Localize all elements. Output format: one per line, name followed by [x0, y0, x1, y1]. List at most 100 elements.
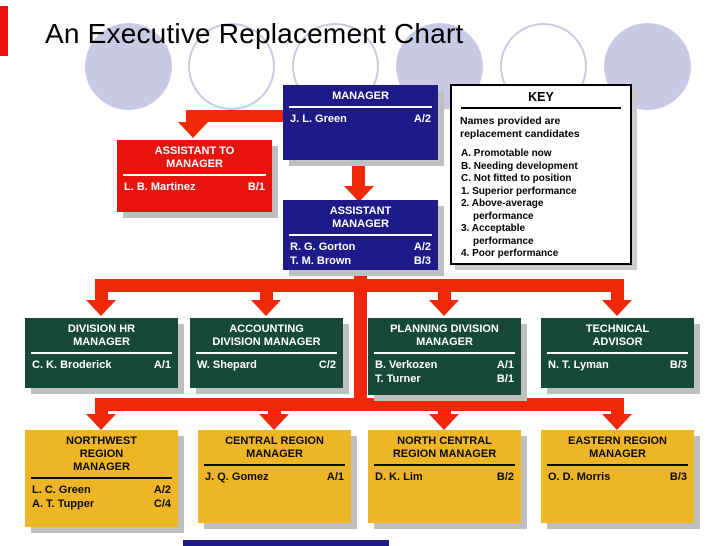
connector-drop [611, 292, 624, 302]
person-rating: B/1 [496, 373, 514, 385]
key-item: 1. Superior performance [461, 185, 577, 197]
person-row: N. T. Lyman B/3 [541, 358, 694, 372]
connector-manager-to-assistant-manager [352, 158, 365, 188]
org-box-assistant-manager: ASSISTANT MANAGER R. G. Gorton A/2 T. M.… [283, 200, 438, 270]
box-title: MANAGER [332, 90, 389, 102]
box-title: PLANNING DIVISION MANAGER [390, 323, 499, 348]
person-name: W. Shepard [197, 359, 257, 371]
box-title: TECHNICAL ADVISOR [585, 323, 650, 348]
arrowhead-down [602, 300, 632, 316]
person-name: J. L. Green [290, 113, 347, 125]
person-row: J. Q. Gomez A/1 [198, 470, 351, 484]
person-rating: A/1 [153, 359, 171, 371]
arrowhead-down [602, 414, 632, 430]
person-row: A. T. Tupper C/4 [25, 497, 178, 511]
person-rating: A/1 [496, 359, 514, 371]
connector-drop [260, 292, 273, 302]
org-box-accounting-division-manager: ACCOUNTING DIVISION MANAGER W. Shepard C… [190, 318, 343, 388]
box-underline [196, 352, 337, 354]
person-rating: B/3 [413, 255, 431, 267]
person-name: A. T. Tupper [32, 498, 95, 510]
person-rating: A/2 [153, 484, 171, 496]
person-row: B. Verkozen A/1 [368, 358, 521, 372]
arrowhead-down [429, 300, 459, 316]
org-box-assistant-to-manager: ASSISTANT TO MANAGER L. B. Martinez B/1 [117, 140, 272, 212]
person-rating: B/3 [669, 359, 687, 371]
org-box-planning-division-manager: PLANNING DIVISION MANAGER B. Verkozen A/… [368, 318, 521, 395]
key-item: A. Promotable now [461, 148, 552, 159]
connector-drop [438, 292, 451, 302]
person-name: R. G. Gorton [290, 241, 356, 253]
key-intro: Names provided are replacement candidate… [460, 115, 580, 140]
person-rating: A/1 [326, 471, 344, 483]
box-title: NORTHWEST REGION MANAGER [66, 435, 137, 473]
arrowhead-down [86, 414, 116, 430]
arrowhead-down [178, 122, 208, 138]
connector-drop [95, 292, 108, 302]
key-legend: KEY Names provided are replacement candi… [450, 84, 632, 265]
person-rating: B/3 [669, 471, 687, 483]
box-title: DIVISION HR MANAGER [67, 323, 136, 348]
arrowhead-down [429, 414, 459, 430]
box-underline [31, 352, 172, 354]
person-name: D. K. Lim [375, 471, 423, 483]
org-box-north-central-region-manager: NORTH CENTRAL REGION MANAGER D. K. Lim B… [368, 430, 521, 523]
key-item: 4. Poor performance [461, 248, 559, 259]
person-row: C. K. Broderick A/1 [25, 358, 178, 372]
box-title: ACCOUNTING DIVISION MANAGER [212, 323, 321, 348]
background-circle [85, 23, 172, 110]
key-item: 3. Acceptable performance [461, 223, 534, 247]
person-name: B. Verkozen [375, 359, 438, 371]
person-name: J. Q. Gomez [205, 471, 269, 483]
org-box-manager: MANAGER J. L. Green A/2 [283, 85, 438, 160]
connector-trunk [354, 268, 367, 406]
person-row: W. Shepard C/2 [190, 358, 343, 372]
person-name: T. M. Brown [290, 255, 352, 267]
person-rating: B/1 [247, 181, 265, 193]
box-underline [123, 174, 266, 176]
person-row: L. C. Green A/2 [25, 483, 178, 497]
bottom-edge-accent-bar [183, 540, 389, 546]
org-box-division-hr-manager: DIVISION HR MANAGER C. K. Broderick A/1 [25, 318, 178, 388]
person-name: C. K. Broderick [32, 359, 112, 371]
connector-rail-regions [95, 398, 624, 411]
arrowhead-down [251, 300, 281, 316]
person-name: O. D. Morris [548, 471, 611, 483]
box-title: ASSISTANT TO MANAGER [154, 145, 235, 170]
person-name: L. B. Martinez [124, 181, 196, 193]
box-underline [289, 234, 432, 236]
person-row: J. L. Green A/2 [283, 112, 438, 126]
person-row: O. D. Morris B/3 [541, 470, 694, 484]
person-rating: A/2 [413, 113, 431, 125]
connector-rail-divisions [95, 279, 624, 292]
person-row: L. B. Martinez B/1 [117, 180, 272, 194]
person-name: L. C. Green [32, 484, 91, 496]
person-name: N. T. Lyman [548, 359, 609, 371]
box-underline [374, 464, 515, 466]
org-box-northwest-region-manager: NORTHWEST REGION MANAGER L. C. Green A/2… [25, 430, 178, 527]
key-item: 2. Above-average performance [461, 198, 544, 222]
arrowhead-down [259, 414, 289, 430]
person-rating: C/4 [153, 498, 171, 510]
org-box-technical-advisor: TECHNICAL ADVISOR N. T. Lyman B/3 [541, 318, 694, 388]
box-underline [289, 106, 432, 108]
key-items: A. Promotable now B. Needing development… [452, 141, 630, 261]
box-title: NORTH CENTRAL REGION MANAGER [392, 435, 497, 460]
box-underline [31, 477, 172, 479]
box-title: EASTERN REGION MANAGER [567, 435, 667, 460]
slide-title: An Executive Replacement Chart [45, 18, 464, 49]
person-name: T. Turner [375, 373, 421, 385]
org-box-eastern-region-manager: EASTERN REGION MANAGER O. D. Morris B/3 [541, 430, 694, 523]
arrowhead-down [344, 186, 374, 202]
person-row: T. Turner B/1 [368, 372, 521, 386]
connector-manager-to-assistant-to-manager [186, 110, 285, 122]
person-row: R. G. Gorton A/2 [283, 240, 438, 254]
left-edge-accent-bar [0, 6, 8, 56]
box-title: ASSISTANT MANAGER [329, 205, 392, 230]
box-underline [204, 464, 345, 466]
org-box-central-region-manager: CENTRAL REGION MANAGER J. Q. Gomez A/1 [198, 430, 351, 523]
background-circle [188, 23, 275, 110]
box-underline [374, 352, 515, 354]
person-rating: A/2 [413, 241, 431, 253]
